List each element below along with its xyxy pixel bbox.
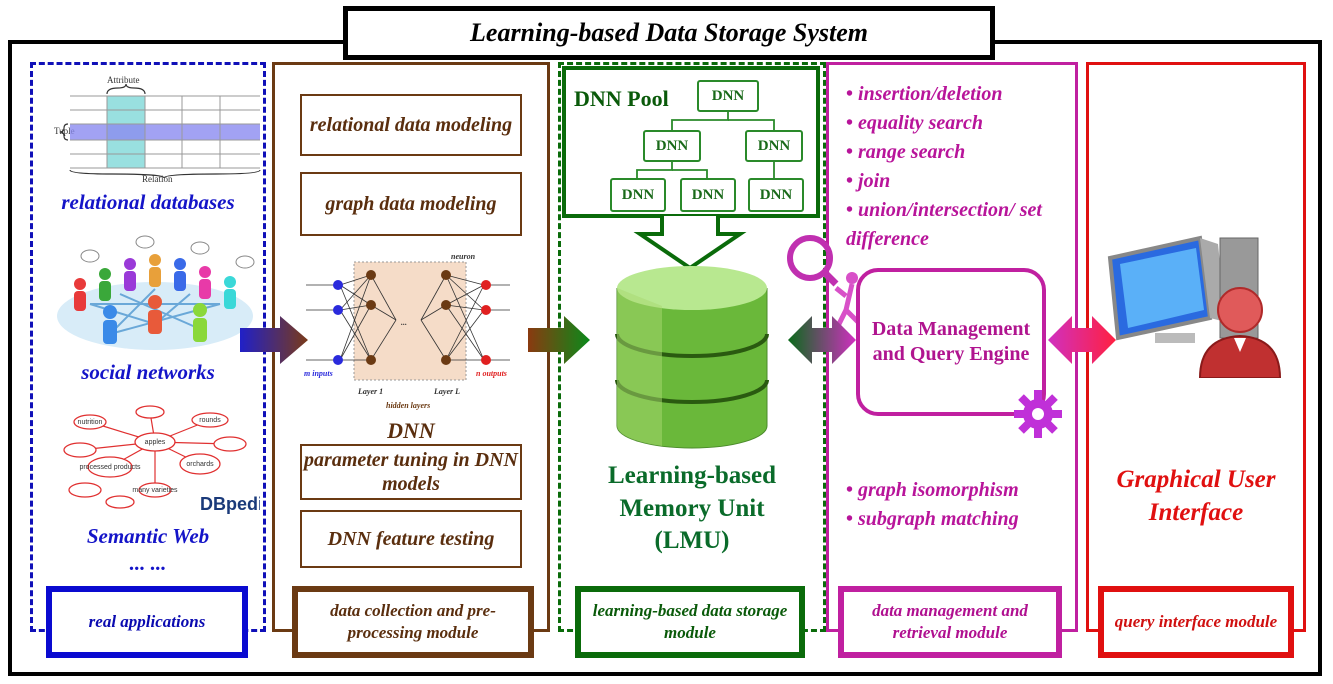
magnifier-person-icon — [787, 235, 862, 328]
parameter-tuning-box: parameter tuning in DNN models — [300, 444, 522, 500]
op-set-ops: union/intersection/ set difference — [846, 196, 1070, 254]
cloud-word-nutrition: nutrition — [78, 419, 103, 426]
cloud-word-processed: processed products — [79, 464, 141, 471]
cloud-word-orchards: orchards — [186, 461, 214, 468]
n-outputs-label: n outputs — [476, 369, 507, 378]
dnn-node-l2-b: DNN — [680, 178, 736, 212]
query-engine-box: Data Management and Query Engine — [856, 268, 1046, 416]
cloud-word-apples: apples — [145, 439, 166, 446]
module-data-storage: learning-based data storage module — [575, 586, 805, 658]
layerL-label: Layer L — [433, 387, 460, 396]
relational-databases-label: relational databases — [61, 190, 235, 214]
graph-operations-list: graph isomorphism subgraph matching — [846, 476, 1070, 534]
module-data-management: data management and retrieval module — [838, 586, 1062, 658]
op-join: join — [846, 167, 1070, 196]
relational-data-modeling-box: relational data modeling — [300, 94, 522, 156]
cloud-word-varieties: many varieties — [132, 487, 178, 494]
hidden-layers-label: hidden layers — [386, 401, 430, 410]
relation-label: Relation — [142, 174, 173, 184]
ellipsis-label: ... ... — [129, 551, 167, 575]
relation-table-figure: Attribute Tuple Relation — [54, 75, 261, 184]
dnn-feature-testing-box: DNN feature testing — [300, 510, 522, 568]
computer-user-icon — [1107, 235, 1282, 378]
module-query-interface: query interface module — [1098, 586, 1294, 658]
dnn-node-l2-c: DNN — [748, 178, 804, 212]
arrow-apps-to-collection — [240, 316, 308, 364]
attribute-label: Attribute — [107, 75, 140, 85]
semantic-web-label: Semantic Web — [86, 524, 210, 548]
m-inputs-label: m inputs — [304, 369, 333, 378]
op-subgraph-matching: subgraph matching — [846, 505, 1070, 534]
tuple-label: Tuple — [54, 126, 75, 136]
system-title: Learning-based Data Storage System — [343, 6, 995, 60]
module-real-applications: real applications — [46, 586, 248, 658]
module-data-collection: data collection and pre-processing modul… — [292, 586, 534, 658]
dnn-node-l2-a: DNN — [610, 178, 666, 212]
dnn-label: DNN — [387, 418, 435, 443]
lmu-label: Learning-based Memory Unit (LMU) — [607, 462, 777, 554]
gui-label: Graphical User Interface — [1116, 466, 1276, 526]
op-range-search: range search — [846, 138, 1070, 167]
graph-data-modeling-box: graph data modeling — [300, 172, 522, 236]
social-networks-label: social networks — [81, 360, 215, 384]
neural-network-figure: neuron m inputs n outputs Layer 1 Layer … — [304, 252, 510, 410]
dnn-node-root: DNN — [697, 80, 759, 112]
neuron-label: neuron — [451, 252, 476, 261]
op-graph-isomorphism: graph isomorphism — [846, 476, 1070, 505]
arrow-storage-management — [788, 316, 856, 364]
operations-list: insertion/deletion equality search range… — [846, 80, 1070, 254]
dnn-node-l1-left: DNN — [643, 130, 701, 162]
dbpedia-logo: DBpedia — [200, 494, 260, 514]
op-insertion-deletion: insertion/deletion — [846, 80, 1070, 109]
layer1-label: Layer 1 — [357, 387, 383, 396]
dnn-pool-label: DNN Pool — [574, 86, 669, 111]
op-equality-search: equality search — [846, 109, 1070, 138]
nn-dots: ... — [401, 318, 407, 327]
social-network-figure — [57, 235, 255, 350]
arrow-management-interface — [1048, 316, 1116, 364]
dnn-node-l1-right: DNN — [745, 130, 803, 162]
gear-icon — [1014, 390, 1062, 438]
cloud-word-rounds: rounds — [199, 417, 221, 424]
semantic-web-cloud-figure: apples rounds orchards nutrition process… — [63, 405, 260, 514]
arrow-collection-to-storage — [528, 316, 590, 364]
database-cylinder — [615, 266, 769, 449]
